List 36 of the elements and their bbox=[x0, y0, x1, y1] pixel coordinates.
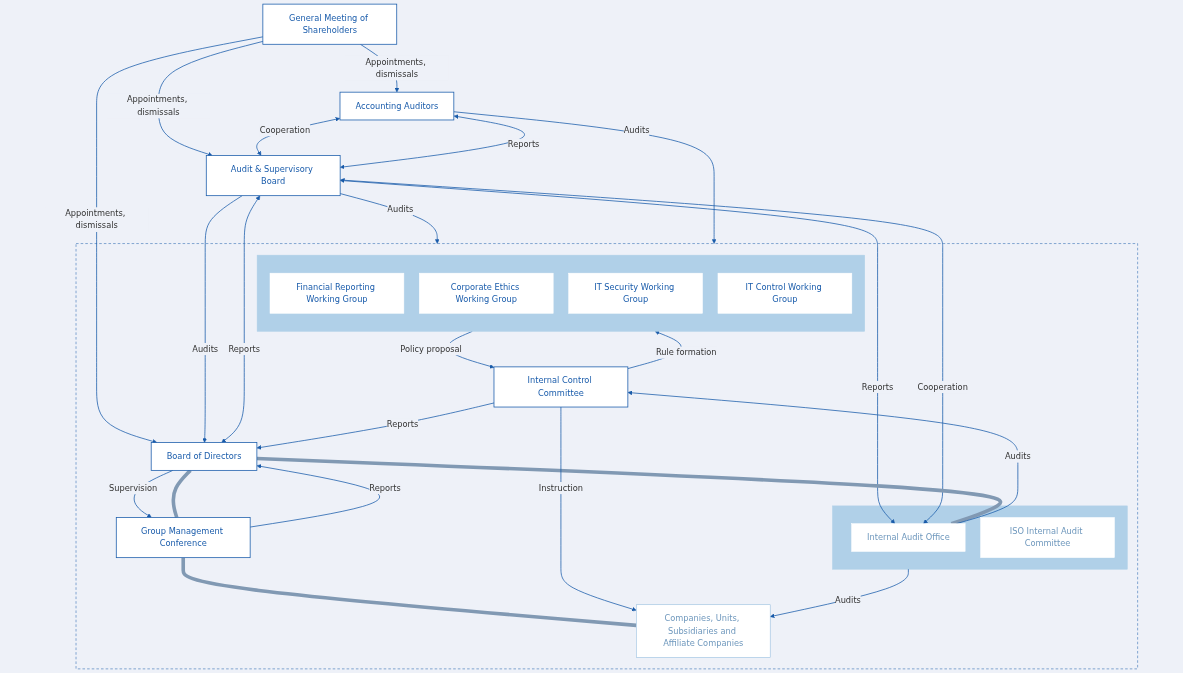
node-box: Internal Control Committee bbox=[493, 366, 629, 408]
edge-label: Appointments, dismissals bbox=[127, 94, 188, 117]
node-box: IT Security Working Group bbox=[568, 272, 703, 314]
node-box: General Meeting of Shareholders bbox=[262, 3, 398, 45]
edge-label: Policy proposal bbox=[400, 343, 463, 354]
node-box: IT Control Working Group bbox=[717, 272, 853, 314]
node-box: Corporate Ethics Working Group bbox=[419, 272, 554, 314]
node-box: Audit & Supervisory Board bbox=[206, 155, 341, 197]
edge-label: Audits bbox=[835, 594, 862, 605]
cluster bbox=[832, 505, 1128, 570]
node-box: Board of Directors bbox=[150, 442, 258, 471]
edge-label: Instruction bbox=[538, 482, 584, 493]
edge-label: Rule formation bbox=[656, 347, 717, 358]
node-box: Group Management Conference bbox=[116, 517, 251, 559]
node-box: Internal Audit Office bbox=[851, 523, 966, 552]
edge-label: Supervision bbox=[109, 482, 158, 493]
edge-label: Reports bbox=[369, 482, 401, 493]
edge-label: Appointments, dismissals bbox=[65, 208, 126, 231]
edge-label: Appointments, dismissals bbox=[365, 56, 426, 80]
edge-label: Reports bbox=[861, 381, 894, 392]
node-box: Companies, Units, Subsidiaries and Affiliate Companies bbox=[636, 604, 771, 658]
edge-label: Cooperation bbox=[917, 381, 968, 392]
edge-label: Reports bbox=[386, 419, 419, 430]
edge-label: Reports bbox=[507, 139, 540, 150]
node-box: ISO Internal Audit Committee bbox=[980, 517, 1115, 558]
cluster bbox=[75, 243, 1138, 670]
edge-label: Audits bbox=[387, 204, 414, 215]
connector bbox=[171, 469, 192, 519]
edge-label: Audits bbox=[1005, 451, 1031, 462]
edge-label: Cooperation bbox=[259, 125, 311, 135]
cluster bbox=[256, 254, 866, 332]
node-box: Financial Reporting Working Group bbox=[269, 272, 405, 314]
node-box: Accounting Auditors bbox=[339, 91, 455, 121]
edge-label: Reports bbox=[228, 343, 261, 354]
edge-label: Audits bbox=[623, 124, 650, 135]
edge-label: Audits bbox=[192, 343, 219, 354]
